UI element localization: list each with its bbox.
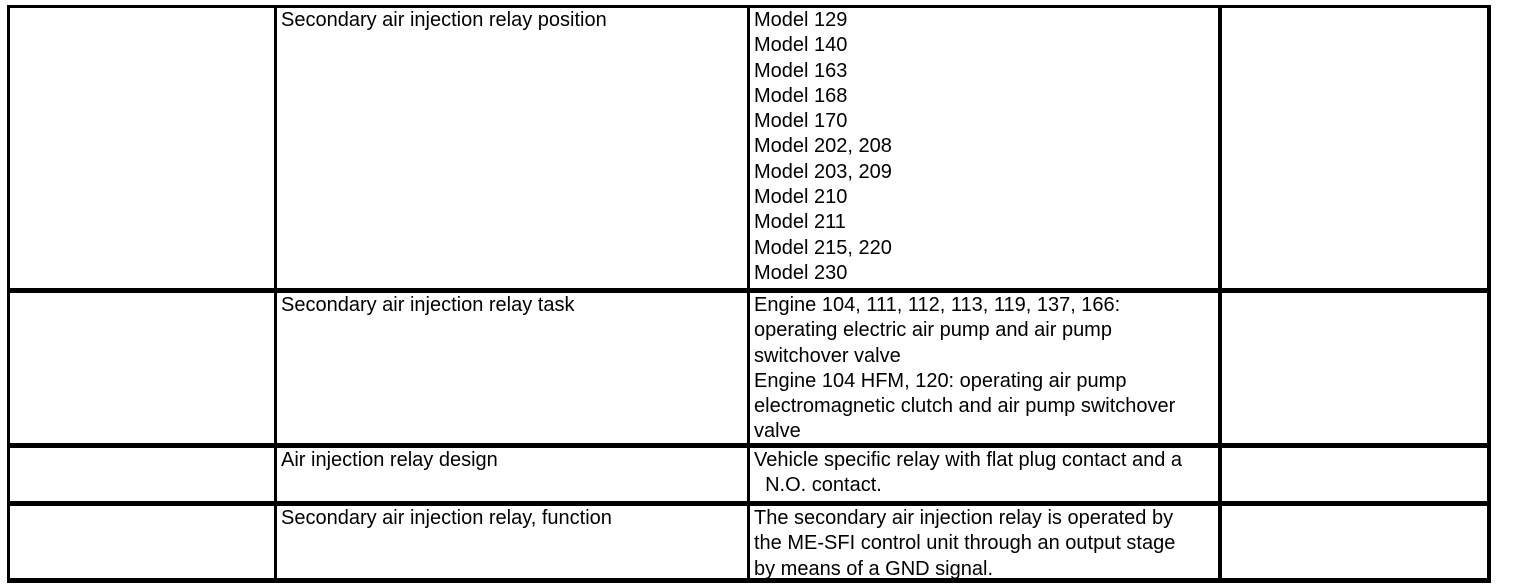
cell-label: Air injection relay design xyxy=(277,448,750,501)
spec-table: Secondary air injection relay position M… xyxy=(7,5,1491,583)
row-label: Air injection relay design xyxy=(281,449,498,471)
table-row: Secondary air injection relay task Engin… xyxy=(10,293,1487,448)
cell-label: Secondary air injection relay, function xyxy=(277,506,750,578)
value-line: Model 215, 220 xyxy=(754,236,892,259)
cell-label: Secondary air injection relay position xyxy=(277,8,750,288)
cell-value: The secondary air injection relay is ope… xyxy=(750,506,1222,580)
value-line: Model 210 xyxy=(754,186,848,209)
cell-empty-right xyxy=(1222,8,1487,288)
value-line: The secondary air injection relay is ope… xyxy=(754,507,1174,529)
cell-empty-left xyxy=(10,506,277,578)
value-line: by means of a GND signal. xyxy=(754,557,993,580)
value-line: Model 230 xyxy=(754,261,848,284)
value-line: operating electric air pump and air pump xyxy=(754,319,1112,342)
value-line: the ME-SFI control unit through an outpu… xyxy=(754,532,1176,555)
cell-empty-right xyxy=(1222,506,1487,578)
value-line: valve xyxy=(754,420,801,443)
value-line: Engine 104 HFM, 120: operating air pump xyxy=(754,369,1127,392)
row-label: Secondary air injection relay position xyxy=(281,9,607,31)
cell-empty-right xyxy=(1222,448,1487,501)
value-line: Model 211 xyxy=(754,211,846,234)
cell-value: Model 129 Model 140 Model 163 Model 168 … xyxy=(750,8,1222,288)
table-row: Secondary air injection relay, function … xyxy=(10,506,1487,580)
table-row: Secondary air injection relay position M… xyxy=(10,8,1487,293)
row-label: Secondary air injection relay task xyxy=(281,294,575,316)
value-line: electromagnetic clutch and air pump swit… xyxy=(754,395,1176,418)
value-line: Model 168 xyxy=(754,84,848,107)
cell-label: Secondary air injection relay task xyxy=(277,293,750,443)
cell-empty-left xyxy=(10,293,277,443)
cell-empty-left xyxy=(10,448,277,501)
cell-empty-right xyxy=(1222,293,1487,443)
row-label: Secondary air injection relay, function xyxy=(281,507,612,529)
value-line: switchover valve xyxy=(754,344,901,367)
value-line: Vehicle specific relay with flat plug co… xyxy=(754,449,1183,471)
cell-value: Engine 104, 111, 112, 113, 119, 137, 166… xyxy=(750,293,1222,443)
value-line: Model 203, 209 xyxy=(754,160,892,183)
cell-value: Vehicle specific relay with flat plug co… xyxy=(750,448,1222,501)
value-line: Model 202, 208 xyxy=(754,135,892,158)
cell-empty-left xyxy=(10,8,277,288)
value-line: Engine 104, 111, 112, 113, 119, 137, 166… xyxy=(754,294,1121,316)
value-line: Model 163 xyxy=(754,59,848,82)
table-row: Air injection relay design Vehicle speci… xyxy=(10,448,1487,506)
value-line: Model 140 xyxy=(754,34,848,57)
value-line: Model 129 xyxy=(754,9,848,31)
value-line: N.O. contact. xyxy=(754,474,882,497)
value-line: Model 170 xyxy=(754,110,848,133)
